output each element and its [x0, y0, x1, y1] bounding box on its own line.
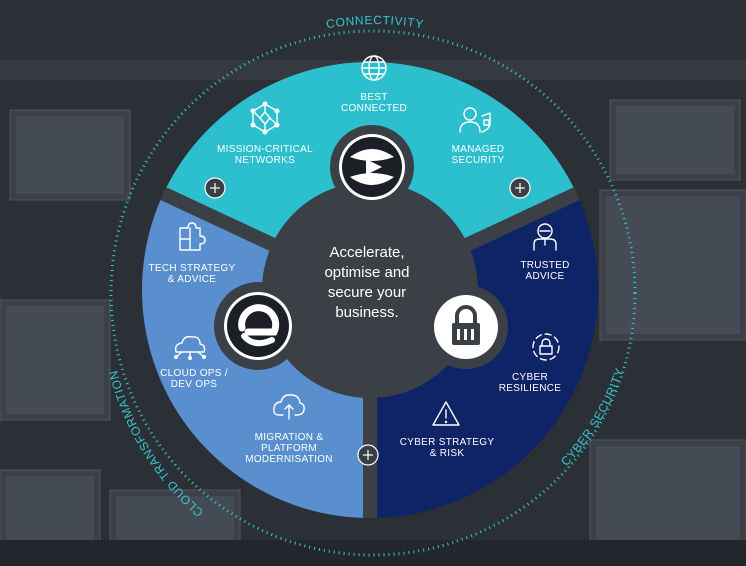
plus-junction-left	[204, 177, 226, 199]
shield-lock-icon	[532, 333, 560, 361]
item-cloud-ops: CLOUD OPS / DEV OPS	[160, 335, 228, 390]
label-best-connected-2: CONNECTED	[341, 103, 407, 114]
ring-label-connectivity: CONNECTIVITY	[325, 13, 425, 31]
center-tagline-line-2: optimise and	[324, 264, 409, 281]
label-cyber-strategy-1: CYBER STRATEGY	[400, 437, 495, 448]
connectivity-logo	[339, 134, 405, 200]
label-best-connected-1: BEST	[360, 92, 387, 103]
label-managed-security-2: SECURITY	[452, 155, 505, 166]
cloud-network-icon	[174, 335, 206, 360]
item-cyber-resilience: CYBER RESILIENCE	[499, 333, 561, 394]
puzzle-icon	[179, 222, 206, 251]
label-tech-strategy-1: TECH STRATEGY	[148, 263, 235, 274]
label-cloud-ops-1: CLOUD OPS /	[160, 368, 228, 379]
segment-divider	[160, 187, 283, 255]
label-cyber-resilience-2: RESILIENCE	[499, 383, 561, 394]
center-tagline-line-4: business.	[335, 304, 398, 321]
label-trusted-advice-2: ADVICE	[525, 271, 564, 282]
outer-dotted-ring	[109, 29, 637, 557]
security-lock-logo	[434, 295, 498, 359]
label-managed-security-1: MANAGED	[452, 144, 505, 155]
globe-icon	[361, 55, 387, 81]
item-migration: MIGRATION & PLATFORM MODERNISATION	[245, 394, 333, 465]
label-migration-1: MIGRATION &	[255, 432, 324, 443]
center-tagline-line-1: Accelerate,	[329, 244, 404, 261]
label-mission-critical-1: MISSION-CRITICAL	[217, 144, 313, 155]
label-cyber-strategy-2: & RISK	[430, 448, 465, 459]
item-cyber-strategy: CYBER STRATEGY & RISK	[400, 401, 495, 459]
label-migration-3: MODERNISATION	[245, 454, 333, 465]
segment-divider	[457, 187, 580, 255]
item-best-connected: BEST CONNECTED	[341, 55, 407, 114]
cloud-logo	[224, 292, 292, 360]
item-trusted-advice: TRUSTED ADVICE	[520, 223, 569, 282]
warning-icon	[432, 401, 460, 426]
label-mission-critical-2: NETWORKS	[235, 155, 295, 166]
label-trusted-advice-1: TRUSTED	[520, 260, 569, 271]
label-cloud-ops-2: DEV OPS	[171, 379, 218, 390]
plus-junction-right	[509, 177, 531, 199]
plus-junction-bottom	[357, 444, 379, 466]
item-mission-critical-networks: MISSION-CRITICAL NETWORKS	[217, 101, 313, 166]
item-tech-strategy: TECH STRATEGY & ADVICE	[148, 222, 235, 285]
label-migration-2: PLATFORM	[261, 443, 317, 454]
cloud-upload-icon	[273, 394, 305, 420]
network-icon	[250, 101, 280, 135]
center-tagline-line-3: secure your	[328, 284, 406, 301]
label-tech-strategy-2: & ADVICE	[168, 274, 217, 285]
item-managed-security: MANAGED SECURITY	[452, 107, 505, 166]
managed-security-icon	[459, 107, 491, 133]
advisor-icon	[533, 223, 557, 251]
label-cyber-resilience-1: CYBER	[512, 372, 548, 383]
